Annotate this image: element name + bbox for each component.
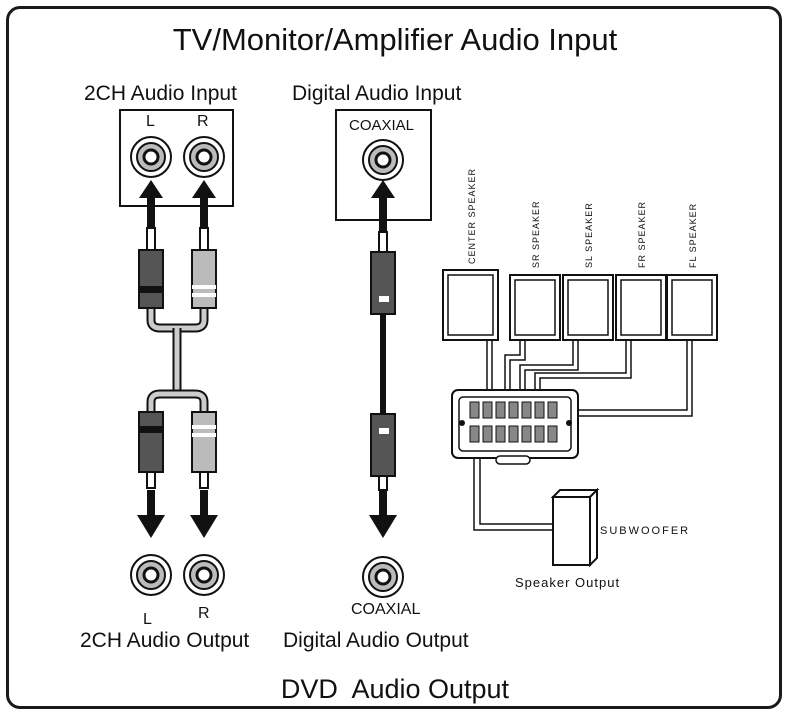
digital-input-label: Digital Audio Input	[292, 82, 462, 105]
arrow-down-right	[190, 490, 218, 538]
digital-output-label: Digital Audio Output	[283, 629, 469, 652]
analog-cable	[146, 305, 209, 415]
coaxial-cable	[370, 231, 396, 491]
analog-input-label: 2CH Audio Input	[84, 82, 237, 105]
speaker-wires	[473, 340, 693, 531]
input-coaxial-label: COAXIAL	[349, 117, 415, 134]
arrow-down-left	[137, 490, 165, 538]
output-right-label: R	[198, 605, 210, 622]
speaker-sl	[562, 274, 614, 341]
speaker-fl-label: FL SPEAKER	[688, 202, 698, 268]
arrow-down-coaxial	[369, 490, 397, 538]
arrow-up-coaxial	[371, 180, 395, 231]
subwoofer	[550, 487, 600, 568]
input-jack-left	[130, 136, 172, 178]
speaker-sr	[509, 274, 561, 341]
arrow-up-left	[139, 180, 163, 227]
subwoofer-label: SUBWOOFER	[600, 525, 691, 537]
analog-output-label: 2CH Audio Output	[80, 629, 250, 652]
arrow-up-right	[192, 180, 216, 227]
speaker-fr-label: FR SPEAKER	[637, 200, 647, 268]
input-left-label: L	[146, 113, 155, 130]
speaker-fl	[666, 274, 718, 341]
output-jack-left	[130, 554, 172, 596]
speaker-center	[442, 269, 499, 341]
plug-top-left	[138, 227, 164, 309]
speaker-sl-label: SL SPEAKER	[584, 202, 594, 268]
plug-bottom-left	[138, 411, 164, 489]
output-coaxial-label: COAXIAL	[351, 601, 421, 618]
output-jack-right	[183, 554, 225, 596]
footer-title: DVD Audio Output	[280, 674, 510, 704]
plug-bottom-right	[191, 411, 217, 489]
plug-top-right	[191, 227, 217, 309]
terminal-clips	[469, 401, 558, 443]
speaker-fr	[615, 274, 667, 341]
speaker-sr-label: SR SPEAKER	[531, 200, 541, 268]
input-jack-right	[183, 136, 225, 178]
input-jack-coaxial	[362, 139, 404, 181]
speaker-center-label: CENTER SPEAKER	[467, 167, 477, 264]
input-right-label: R	[197, 113, 209, 130]
speaker-output-label: Speaker Output	[515, 575, 621, 590]
output-left-label: L	[143, 611, 152, 628]
output-jack-coaxial	[362, 556, 404, 598]
page-title: TV/Monitor/Amplifier Audio Input	[172, 22, 618, 57]
